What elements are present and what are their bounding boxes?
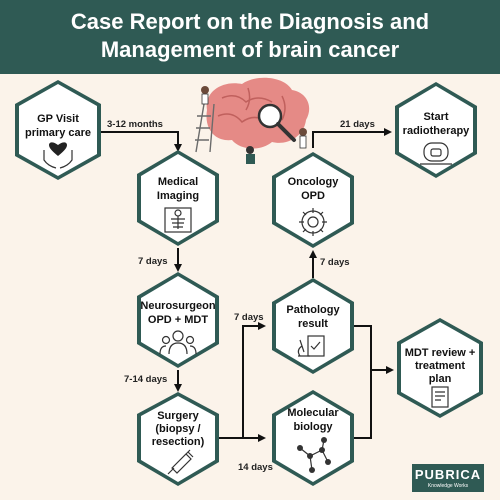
- neurosurgeon-label-line2: OPD + MDT: [148, 314, 208, 326]
- pathology-label-line2: result: [298, 318, 328, 330]
- arrow-gp-to-imaging: [101, 131, 182, 152]
- surgery-label-line2: (biopsy /: [155, 423, 200, 435]
- surgery-label-line1: Surgery: [157, 410, 199, 422]
- mdt-review-label-line1: MDT review +: [405, 347, 476, 359]
- header-banner: Case Report on the Diagnosis and Managem…: [0, 0, 500, 74]
- duration-oncology-to-radiotherapy: 21 days: [340, 119, 375, 130]
- arrow-surgery-to-pathology: [218, 322, 266, 439]
- document-icon: [431, 386, 449, 408]
- node-surgery: Surgery (biopsy / resection): [137, 392, 219, 486]
- hands-heart-icon: [43, 142, 73, 169]
- page-title-line2: Management of brain cancer: [100, 37, 400, 62]
- mdt-review-label-line2: treatment: [415, 360, 465, 372]
- node-neurosurgeon: Neurosurgeon OPD + MDT: [137, 272, 219, 368]
- node-gp-visit: GP Visit primary care: [15, 80, 101, 180]
- pathology-label-line1: Pathology: [286, 304, 340, 316]
- microscope-clipboard-icon: [297, 335, 325, 357]
- imaging-label-line2: Imaging: [157, 190, 199, 202]
- duration-to-molecular: 14 days: [238, 462, 273, 473]
- connectors: [101, 128, 394, 442]
- node-mdt-review: MDT review + treatment plan: [397, 318, 483, 418]
- brain-magnifier-illustration-icon: [195, 77, 310, 164]
- xray-icon: [164, 207, 192, 233]
- bracket-results-merge: [352, 325, 372, 439]
- gp-visit-label-line2: primary care: [25, 127, 91, 139]
- duration-pathology-to-oncology: 7 days: [320, 257, 350, 268]
- surgery-label-line3: resection): [152, 436, 205, 448]
- logo-tagline: Knowledge Works: [427, 483, 469, 489]
- doctor-team-icon: [159, 330, 197, 355]
- node-oncology-opd: Oncology OPD: [272, 152, 354, 248]
- molecular-label-line2: biology: [293, 421, 333, 433]
- oncology-label-line2: OPD: [301, 190, 325, 202]
- oncology-label-line1: Oncology: [288, 176, 340, 188]
- arrow-oncology-to-radiotherapy: [312, 128, 392, 148]
- virus-target-icon: [299, 208, 327, 236]
- syringe-icon: [167, 449, 194, 475]
- neurosurgeon-label-line1: Neurosurgeon: [140, 300, 215, 312]
- radiotherapy-label-line1: Start: [423, 111, 448, 123]
- duration-neuro-to-surgery: 7-14 days: [124, 374, 167, 385]
- radiotherapy-machine-icon: [420, 142, 452, 165]
- duration-gp-to-imaging: 3-12 months: [107, 119, 163, 130]
- mdt-review-label-line3: plan: [429, 373, 452, 385]
- pubrica-logo: PUBRICA Knowledge Works: [412, 464, 484, 492]
- gp-visit-label-line1: GP Visit: [37, 113, 79, 125]
- duration-to-pathology: 7 days: [234, 312, 264, 323]
- imaging-label-line1: Medical: [158, 176, 198, 188]
- molecule-icon: [297, 437, 331, 473]
- node-medical-imaging: Medical Imaging: [137, 150, 219, 246]
- duration-imaging-to-neuro: 7 days: [138, 256, 168, 267]
- radiotherapy-label-line2: radiotherapy: [403, 125, 471, 137]
- node-start-radiotherapy: Start radiotherapy: [395, 82, 477, 178]
- molecular-label-line1: Molecular: [287, 407, 339, 419]
- logo-name: PUBRICA: [414, 467, 482, 482]
- page-title-line1: Case Report on the Diagnosis and: [70, 9, 430, 34]
- node-molecular-biology: Molecular biology: [272, 390, 354, 486]
- node-pathology-result: Pathology result: [272, 278, 354, 374]
